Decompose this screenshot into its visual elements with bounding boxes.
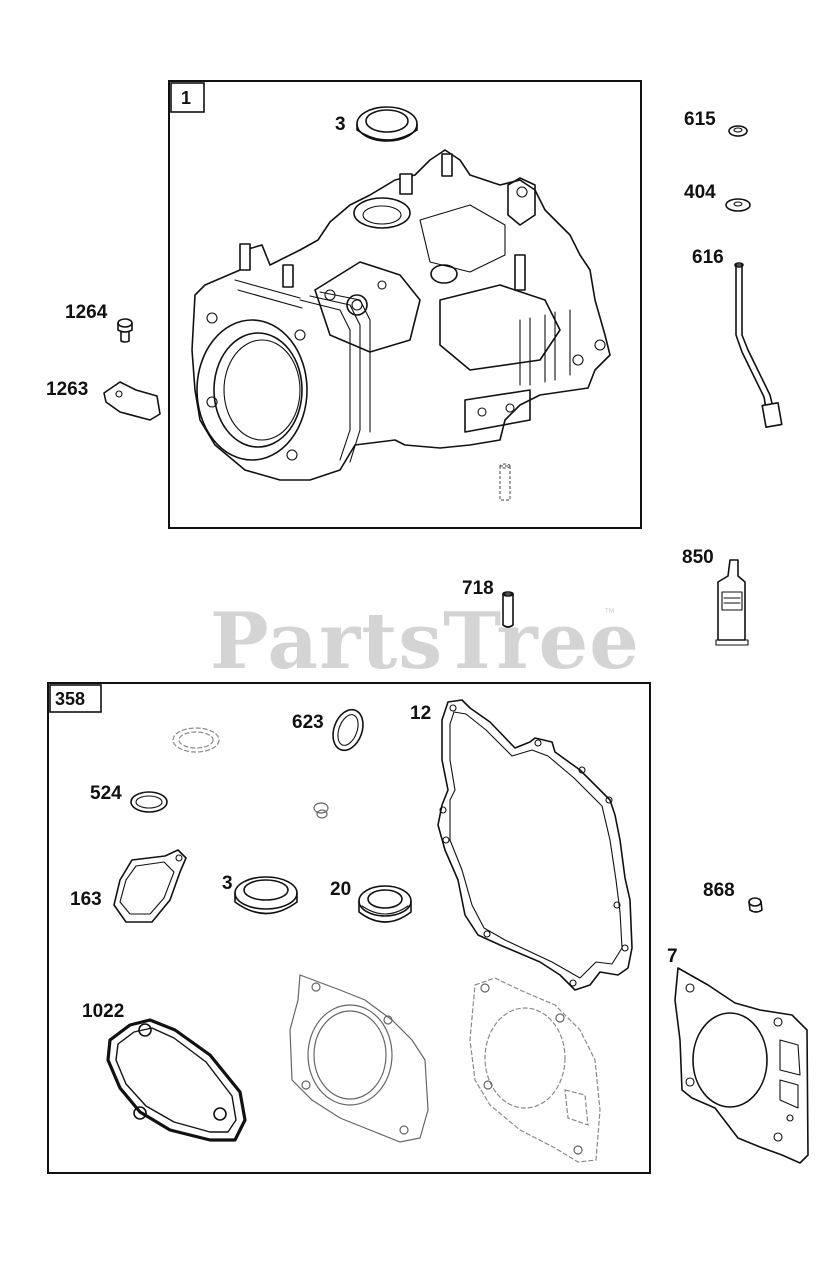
- part-163-gasket-illustration: [113, 849, 187, 923]
- part-7-head-gasket-illustration: [674, 967, 809, 1164]
- part-616-dipstick-illustration: [734, 262, 783, 429]
- group-label-358: 358: [55, 689, 85, 709]
- part-20-seal-illustration: [358, 885, 412, 923]
- small-plug-illustration: [313, 802, 329, 819]
- part-868-plug-illustration: [748, 897, 763, 913]
- part-623-o-ring-illustration: [332, 708, 364, 752]
- callout-718: 718: [462, 578, 494, 599]
- part-524-o-ring-illustration: [130, 791, 168, 813]
- watermark-text: PartsTree: [210, 596, 640, 687]
- callout-12: 12: [410, 703, 431, 724]
- callout-616: 616: [692, 247, 724, 268]
- callout-3-top: 3: [335, 114, 346, 135]
- seal-illustration-3a: [356, 106, 418, 142]
- part-1263-bracket-illustration: [103, 381, 161, 421]
- callout-1022: 1022: [82, 1001, 124, 1022]
- callout-615: 615: [684, 109, 716, 130]
- callout-623: 623: [292, 712, 324, 733]
- part-404-illustration: [725, 198, 751, 212]
- callout-20: 20: [330, 879, 351, 900]
- group-label-1: 1: [181, 88, 191, 108]
- callout-524: 524: [90, 783, 122, 804]
- callout-850: 850: [682, 547, 714, 568]
- part-1264-bolt-illustration: [117, 318, 133, 343]
- group-box-1: 1: [168, 80, 642, 529]
- part-718-pin-illustration: [502, 591, 514, 628]
- cylinder-block-illustration: [191, 149, 611, 501]
- callout-1264: 1264: [65, 302, 108, 323]
- callout-7: 7: [667, 946, 678, 967]
- group-box-358: 358: [47, 682, 651, 1174]
- seal-illustration-3b: [234, 876, 298, 915]
- faint-head-gasket-left-illustration: [289, 974, 429, 1143]
- watermark-trademark: ™: [604, 607, 615, 619]
- faint-head-gasket-right-illustration: [469, 977, 601, 1163]
- callout-1263: 1263: [46, 379, 88, 400]
- callout-163: 163: [70, 889, 102, 910]
- part-850-sealant-tube-illustration: [715, 559, 749, 646]
- part-615-illustration: [728, 125, 748, 137]
- faint-o-ring-illustration: [172, 727, 220, 753]
- callout-868: 868: [703, 880, 735, 901]
- part-12-gasket-illustration: [437, 699, 633, 991]
- part-1022-gasket-illustration: [106, 1018, 247, 1142]
- callout-3-lower: 3: [222, 873, 233, 894]
- callout-404: 404: [684, 182, 716, 203]
